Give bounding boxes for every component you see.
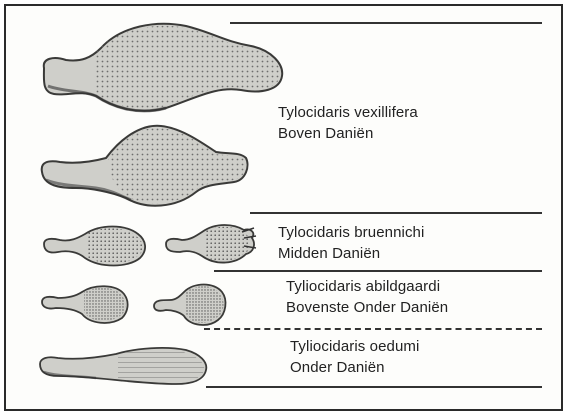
fossil-spine-drawing xyxy=(150,280,230,328)
species-name: Tylocidaris vexillifera xyxy=(278,102,418,123)
fossil-spine-drawing xyxy=(38,282,134,326)
species-name: Tyliocidaris abildgaardi xyxy=(286,276,448,297)
stage-name: Midden Daniën xyxy=(278,243,424,264)
fossil-spine-drawing xyxy=(162,218,258,270)
species-label-bruennichi: Tylocidaris bruennichi Midden Daniën xyxy=(278,222,424,264)
divider-bottom xyxy=(206,386,542,388)
species-label-vexillifera: Tylocidaris vexillifera Boven Daniën xyxy=(278,102,418,144)
dashed-divider xyxy=(204,328,542,330)
stage-name: Boven Daniën xyxy=(278,123,418,144)
fossil-spine-drawing xyxy=(36,118,254,214)
divider xyxy=(250,212,542,214)
stage-name: Onder Daniën xyxy=(290,357,419,378)
divider xyxy=(214,270,542,272)
stage-name: Bovenste Onder Daniën xyxy=(286,297,448,318)
fossil-spine-drawing xyxy=(40,220,150,270)
species-label-oedumi: Tyliocidaris oedumi Onder Daniën xyxy=(290,336,419,378)
fossil-spine-drawing xyxy=(36,20,286,120)
figure-plate: Tylocidaris vexillifera Boven Daniën Tyl… xyxy=(4,4,563,411)
species-name: Tylocidaris bruennichi xyxy=(278,222,424,243)
species-name: Tyliocidaris oedumi xyxy=(290,336,419,357)
fossil-spine-drawing xyxy=(36,342,212,392)
species-label-abildgaardi: Tyliocidaris abildgaardi Bovenste Onder … xyxy=(286,276,448,318)
